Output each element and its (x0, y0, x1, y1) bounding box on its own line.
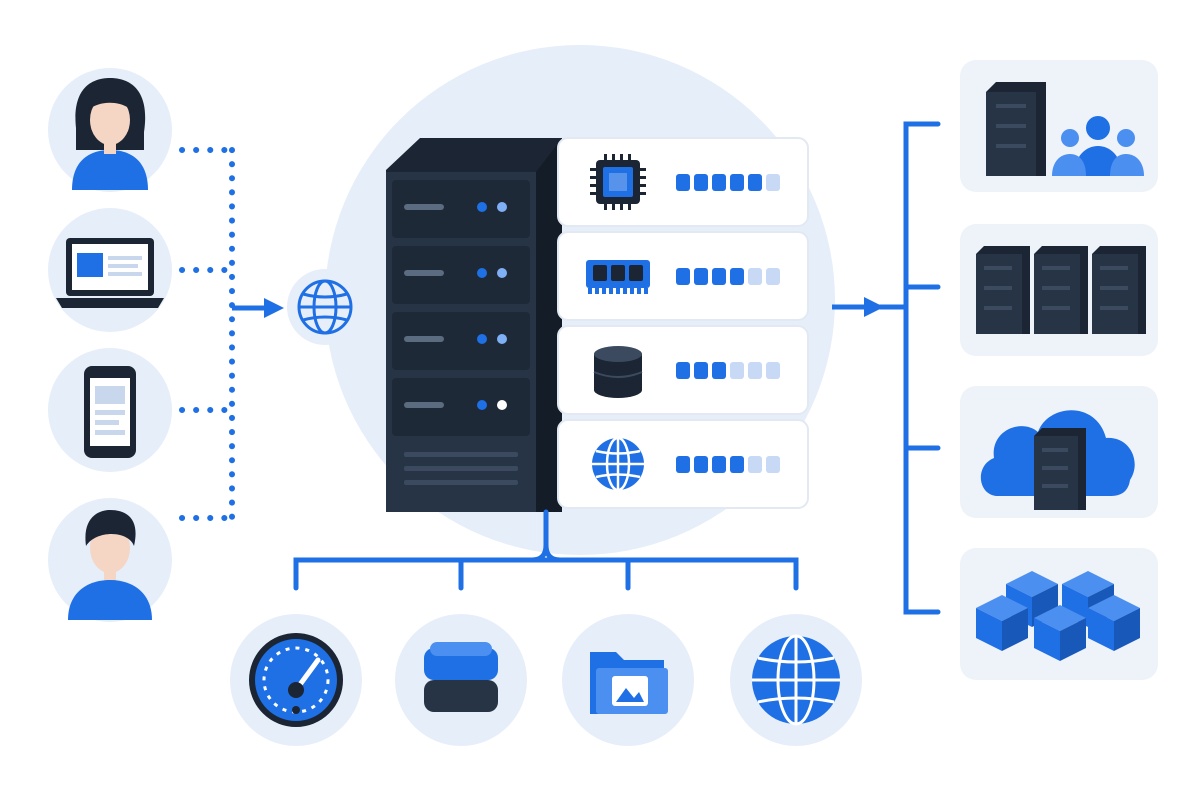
usage-segment-empty (766, 268, 780, 285)
status-led (477, 268, 487, 278)
usage-segment-filled (694, 362, 708, 379)
database-icon (593, 346, 643, 398)
usage-segment-empty (748, 456, 762, 473)
usage-segment-filled (748, 174, 762, 191)
client-man[interactable] (48, 498, 172, 622)
usage-segment-filled (712, 362, 726, 379)
cube (1034, 605, 1086, 661)
destination-server-cluster[interactable] (960, 224, 1158, 356)
usage-segment-filled (676, 362, 690, 379)
resource-row[interactable] (557, 325, 809, 415)
service-layers[interactable] (395, 614, 527, 746)
status-led (497, 202, 507, 212)
service-web[interactable] (730, 614, 862, 746)
client-connectors (179, 147, 235, 521)
client-woman[interactable] (48, 68, 172, 192)
usage-segment-empty (766, 456, 780, 473)
status-led (477, 334, 487, 344)
cube (976, 595, 1028, 651)
client-laptop[interactable] (48, 208, 172, 332)
usage-segment-filled (694, 268, 708, 285)
usage-segment-filled (712, 268, 726, 285)
usage-meter (676, 268, 780, 285)
resource-row[interactable] (557, 231, 809, 321)
usage-segment-filled (730, 456, 744, 473)
client-smartphone[interactable] (48, 348, 172, 472)
globe-icon (752, 634, 840, 726)
man-user-icon (68, 510, 152, 620)
resource-row[interactable] (557, 137, 809, 227)
destination-bracket (877, 121, 941, 615)
network-globe-icon (592, 436, 644, 492)
cube (1088, 595, 1140, 651)
speedometer-icon (249, 633, 343, 727)
layers-icon (424, 642, 498, 712)
usage-segment-filled (730, 174, 744, 191)
destination-containers[interactable] (960, 548, 1158, 680)
resource-row[interactable] (557, 419, 809, 509)
status-led (497, 400, 507, 410)
server-unit (392, 312, 530, 370)
server-unit (392, 180, 530, 238)
usage-meter (676, 362, 780, 379)
image-folder-icon (590, 652, 668, 714)
destination-cloud[interactable] (960, 386, 1158, 518)
usage-segment-empty (748, 362, 762, 379)
usage-segment-filled (694, 174, 708, 191)
usage-segment-filled (676, 174, 690, 191)
resource-panels (557, 137, 809, 509)
usage-meter (676, 174, 780, 191)
status-led (497, 334, 507, 344)
usage-segment-filled (712, 174, 726, 191)
gateway[interactable] (287, 269, 363, 345)
server-vent (404, 452, 518, 485)
smartphone-icon (84, 366, 136, 458)
woman-user-icon (72, 78, 148, 190)
globe-icon (297, 279, 353, 335)
usage-segment-filled (676, 268, 690, 285)
destination-team-server[interactable] (960, 60, 1158, 192)
usage-meter (676, 456, 780, 473)
server-rack[interactable] (386, 138, 562, 512)
usage-segment-filled (712, 456, 726, 473)
server-cluster-icon (976, 246, 1146, 334)
server-unit (392, 246, 530, 304)
usage-segment-empty (730, 362, 744, 379)
service-performance[interactable] (230, 614, 362, 746)
usage-segment-filled (676, 456, 690, 473)
usage-segment-empty (748, 268, 762, 285)
ram-memory-icon (586, 260, 650, 294)
usage-segment-empty (766, 362, 780, 379)
status-led (497, 268, 507, 278)
usage-segment-filled (730, 268, 744, 285)
laptop-icon (56, 238, 164, 308)
status-led (477, 202, 487, 212)
usage-segment-empty (766, 174, 780, 191)
services-bracket (293, 509, 799, 591)
server-units (392, 180, 530, 436)
usage-segment-filled (694, 456, 708, 473)
cloud-server-icon (980, 410, 1135, 510)
service-media[interactable] (562, 614, 694, 746)
cpu-chip-icon (590, 154, 646, 210)
server-unit (392, 378, 530, 436)
server-with-users-icon (986, 82, 1144, 176)
status-led (477, 400, 487, 410)
cubes-icon (976, 571, 1140, 661)
